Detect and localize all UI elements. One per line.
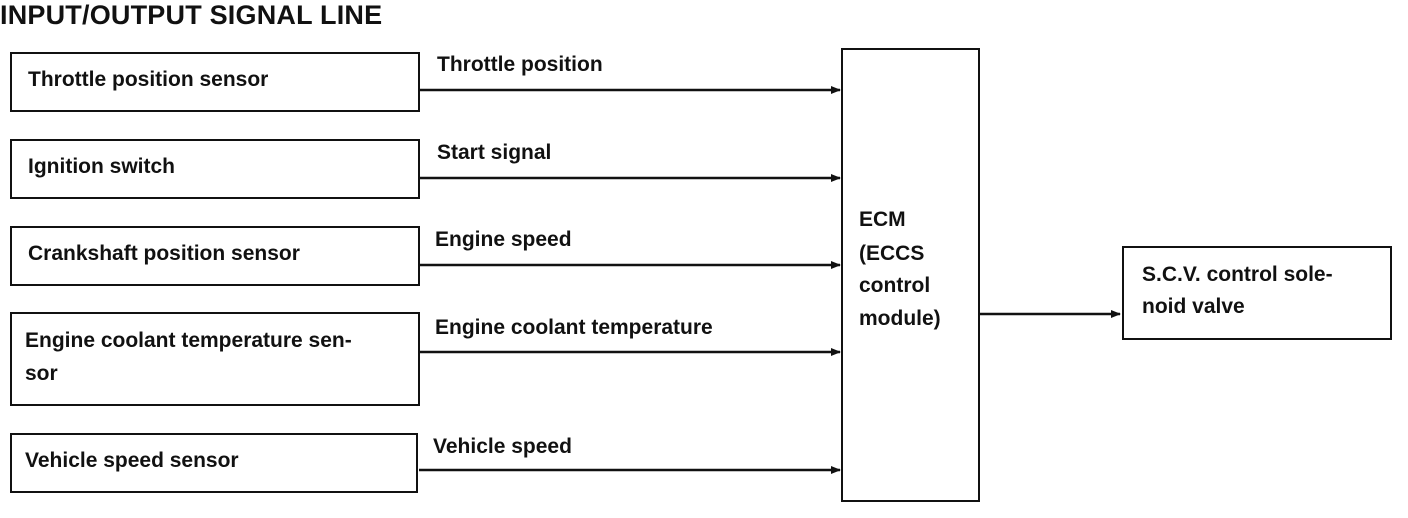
crankshaft-position-sensor-label: Crankshaft position sensor: [28, 242, 300, 265]
engine-coolant-temperature-sensor-label-line1: Engine coolant temperature sen-: [25, 329, 352, 352]
engine-coolant-temperature-sensor-box: Engine coolant temperature sen- sor: [10, 312, 420, 406]
ignition-switch-label: Ignition switch: [28, 155, 175, 178]
ecm-label-line1: ECM: [859, 208, 906, 231]
ecm-label-line2: (ECCS: [859, 242, 925, 265]
diagram-title: INPUT/OUTPUT SIGNAL LINE: [0, 0, 383, 30]
engine-coolant-temperature-signal-label: Engine coolant temperature: [435, 316, 713, 339]
vehicle-speed-sensor-box: Vehicle speed sensor: [10, 433, 418, 493]
vehicle-speed-sensor-label: Vehicle speed sensor: [25, 449, 239, 472]
ignition-switch-box: Ignition switch: [10, 139, 420, 199]
crankshaft-position-sensor-box: Crankshaft position sensor: [10, 226, 420, 286]
scv-control-solenoid-valve-box: S.C.V. control sole- noid valve: [1122, 246, 1392, 340]
scv-control-solenoid-valve-label-line1: S.C.V. control sole-: [1142, 263, 1333, 286]
start-signal-label: Start signal: [437, 141, 552, 164]
throttle-position-signal-label: Throttle position: [437, 53, 603, 76]
scv-control-solenoid-valve-label-line2: noid valve: [1142, 295, 1245, 318]
throttle-position-sensor-label: Throttle position sensor: [28, 68, 269, 91]
ecm-label-line3: control: [859, 274, 931, 297]
vehicle-speed-signal-label: Vehicle speed: [433, 435, 572, 458]
ecm-box: ECM (ECCS control module): [841, 48, 980, 502]
engine-coolant-temperature-sensor-label-line2: sor: [25, 362, 58, 385]
ecm-label-line4: module): [859, 307, 941, 330]
engine-speed-signal-label: Engine speed: [435, 228, 572, 251]
throttle-position-sensor-box: Throttle position sensor: [10, 52, 420, 112]
